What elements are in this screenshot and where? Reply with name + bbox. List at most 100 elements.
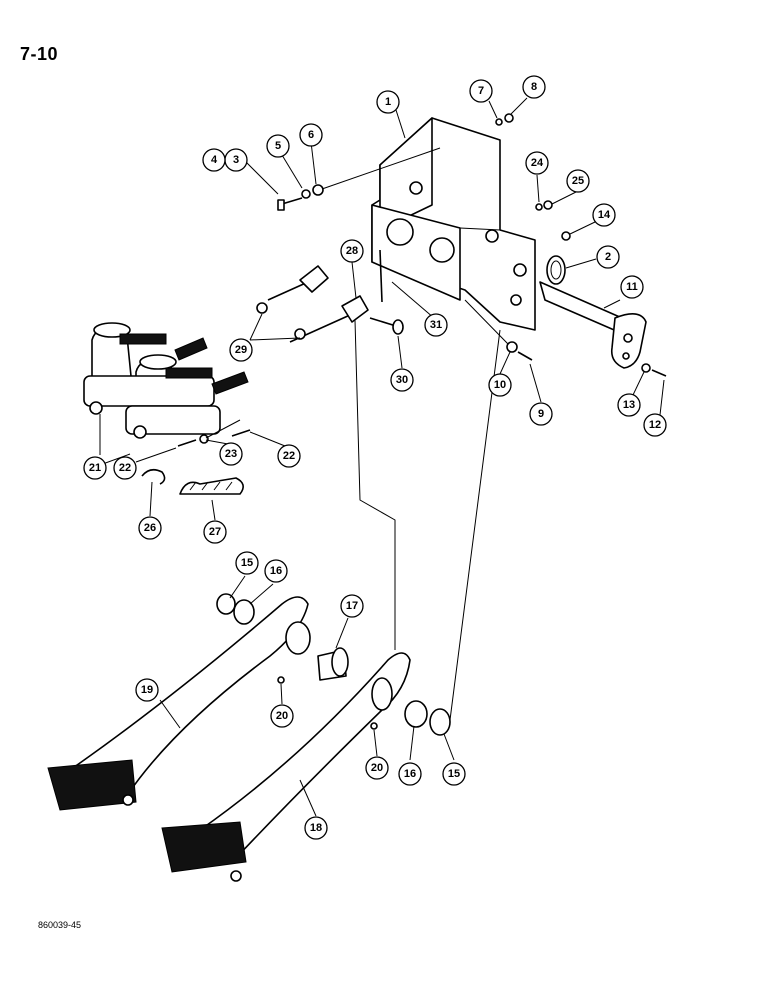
callout-15-upper-label: 15	[241, 557, 253, 569]
callout-29-label: 29	[235, 344, 247, 356]
callout-11: 11	[620, 275, 644, 299]
callout-19: 19	[135, 678, 159, 702]
washer-7	[495, 118, 503, 126]
bolt-22a	[177, 439, 197, 447]
bolt-22b	[231, 429, 251, 437]
callout-16-upper-label: 16	[270, 565, 282, 577]
callout-7: 7	[469, 79, 493, 103]
clevis-pin-30	[369, 317, 404, 335]
callout-5-label: 5	[275, 140, 281, 152]
master-cylinders-21	[83, 322, 249, 439]
callout-3: 3	[224, 148, 248, 172]
callout-1-label: 1	[385, 96, 391, 108]
callout-22-left: 22	[113, 456, 137, 480]
grease-fitting-20b	[370, 722, 378, 730]
callout-13-label: 13	[623, 399, 635, 411]
clevis-rod-upper	[267, 265, 329, 301]
callout-17: 17	[340, 594, 364, 618]
pedal-19-boss	[285, 621, 311, 655]
callout-23-label: 23	[225, 448, 237, 460]
callout-14-label: 14	[598, 209, 611, 221]
callout-18: 18	[304, 816, 328, 840]
callout-16-lower: 16	[398, 762, 422, 786]
callout-24: 24	[525, 151, 549, 175]
callout-18-label: 18	[310, 822, 322, 834]
callout-1: 1	[376, 90, 400, 114]
nut-10	[506, 341, 518, 353]
nut-25	[543, 200, 553, 210]
leader-lines	[99, 97, 665, 817]
bushing-2	[546, 255, 566, 285]
callout-25: 25	[566, 169, 590, 193]
bushing-17	[317, 647, 349, 681]
callout-20-lower-label: 20	[371, 762, 383, 774]
spring-27	[179, 477, 244, 495]
washer-23	[199, 434, 209, 444]
callout-8-label: 8	[531, 81, 537, 93]
callout-12-label: 12	[649, 419, 661, 431]
callout-4-label: 4	[211, 154, 218, 166]
callout-21: 21	[83, 456, 107, 480]
callout-31: 31	[424, 313, 448, 337]
pedal-18-boss	[371, 677, 393, 711]
bolt-12	[651, 369, 667, 377]
callout-19-label: 19	[141, 684, 153, 696]
washer-15b	[429, 708, 451, 736]
callout-10-label: 10	[494, 379, 506, 391]
bushing-16a	[233, 599, 255, 625]
pedal-shaft-11	[539, 281, 647, 369]
callout-15-lower: 15	[442, 762, 466, 786]
callout-12: 12	[643, 413, 667, 437]
callout-16-lower-label: 16	[404, 768, 416, 780]
nut-8	[504, 113, 514, 123]
washer-15a	[216, 593, 236, 615]
callout-8: 8	[522, 75, 546, 99]
nut-29a	[256, 302, 268, 314]
washer-13	[641, 363, 651, 373]
callout-2: 2	[596, 245, 620, 269]
nut-14	[561, 231, 571, 241]
pedal-18	[161, 652, 411, 882]
callout-6-label: 6	[308, 129, 314, 141]
callout-27: 27	[203, 520, 227, 544]
callout-9: 9	[529, 402, 553, 426]
callout-3-label: 3	[233, 154, 239, 166]
bolt-9	[517, 351, 533, 361]
callout-27-label: 27	[209, 526, 221, 538]
callout-11-label: 11	[626, 281, 638, 293]
pedal-mounting-bracket	[371, 117, 536, 331]
callout-20-upper-label: 20	[276, 710, 288, 722]
callout-30: 30	[390, 368, 414, 392]
callout-26: 26	[138, 516, 162, 540]
callout-31-label: 31	[430, 319, 442, 331]
callout-29: 29	[229, 338, 253, 362]
callout-10: 10	[488, 373, 512, 397]
callout-4: 4	[202, 148, 226, 172]
callout-16-upper: 16	[264, 559, 288, 583]
callout-13: 13	[617, 393, 641, 417]
callout-30-label: 30	[396, 374, 408, 386]
nut-6	[312, 184, 324, 196]
callout-5: 5	[266, 134, 290, 158]
callout-20-upper: 20	[270, 704, 294, 728]
clip-31	[379, 249, 383, 303]
callout-25-label: 25	[572, 175, 584, 187]
callout-24-label: 24	[531, 157, 544, 169]
callout-20-lower: 20	[365, 756, 389, 780]
callout-15-upper: 15	[235, 551, 259, 575]
page-number: 7-10	[20, 44, 59, 64]
callout-26-label: 26	[144, 522, 156, 534]
bushing-16b	[404, 700, 428, 728]
nut-29b	[294, 328, 306, 340]
grease-fitting-20a	[277, 676, 285, 684]
figure-code: 860039-45	[38, 920, 82, 930]
hook-26	[141, 468, 166, 485]
washer-24	[535, 203, 543, 211]
callout-22-left-label: 22	[119, 462, 131, 474]
pedal-19	[47, 596, 309, 811]
callout-17-label: 17	[346, 600, 358, 612]
callout-28-label: 28	[346, 245, 358, 257]
callout-7-label: 7	[478, 85, 484, 97]
callout-14: 14	[592, 203, 616, 227]
callout-6: 6	[299, 123, 323, 147]
